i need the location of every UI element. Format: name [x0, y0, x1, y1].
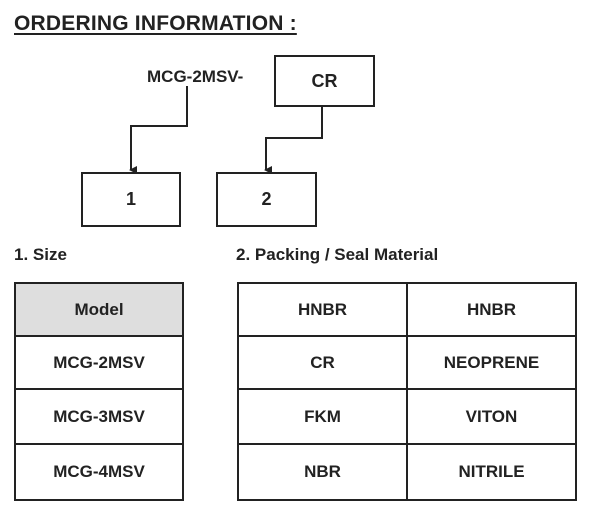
- code-slot-1-label: 1: [125, 189, 136, 209]
- material-code-cell: FKM: [237, 388, 408, 445]
- model-code-prefix: MCG-2MSV-: [147, 67, 244, 86]
- table-header-row: Model: [14, 282, 184, 337]
- model-code-suffix-box: CR: [274, 55, 375, 107]
- material-name-cell: NEOPRENE: [406, 335, 577, 390]
- table-row: MCG-4MSV: [14, 443, 184, 501]
- material-name-cell: HNBR: [406, 282, 577, 337]
- size-model-cell: MCG-2MSV: [14, 335, 184, 390]
- code-slot-1: 1: [81, 172, 181, 227]
- material-code-cell: NBR: [237, 443, 408, 501]
- material-table: HNBR HNBR CR NEOPRENE FKM VITON NBR NITR…: [237, 282, 577, 501]
- table-row: FKM VITON: [237, 388, 577, 445]
- connector-arrow-1: [129, 86, 188, 174]
- size-table: Model MCG-2MSV MCG-3MSV MCG-4MSV: [14, 282, 184, 501]
- material-name-cell: VITON: [406, 388, 577, 445]
- size-model-cell: MCG-4MSV: [14, 443, 184, 501]
- material-code-cell: HNBR: [237, 282, 408, 337]
- page-heading: ORDERING INFORMATION :: [14, 12, 297, 35]
- material-section-title: 2. Packing / Seal Material: [236, 245, 439, 264]
- code-slot-2: 2: [216, 172, 317, 227]
- model-code-suffix: CR: [311, 70, 338, 91]
- size-model-cell: MCG-3MSV: [14, 388, 184, 445]
- size-section-title: 1. Size: [14, 245, 67, 264]
- material-name-cell: NITRILE: [406, 443, 577, 501]
- table-row: CR NEOPRENE: [237, 335, 577, 390]
- table-row: HNBR HNBR: [237, 282, 577, 337]
- table-row: NBR NITRILE: [237, 443, 577, 501]
- table-row: MCG-2MSV: [14, 335, 184, 390]
- table-row: MCG-3MSV: [14, 388, 184, 445]
- connector-arrow-2: [264, 107, 323, 174]
- material-code-cell: CR: [237, 335, 408, 390]
- code-slot-2-label: 2: [261, 189, 272, 209]
- size-table-header: Model: [14, 282, 184, 337]
